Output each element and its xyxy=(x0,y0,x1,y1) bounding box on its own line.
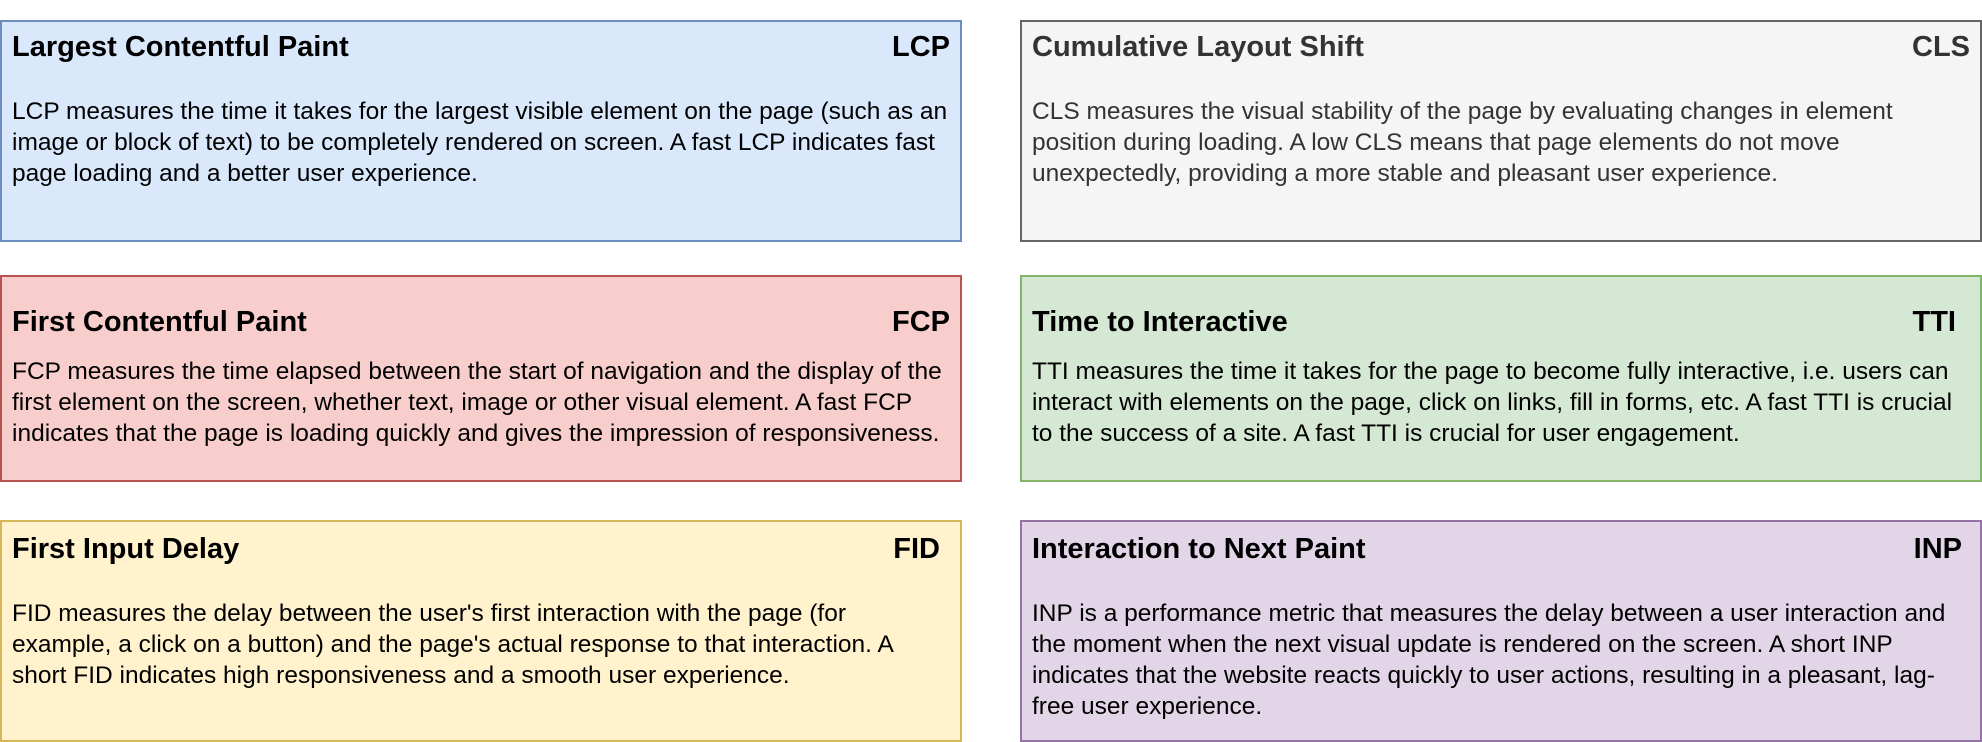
card-description: INP is a performance metric that measure… xyxy=(1032,600,1946,720)
card-description: LCP measures the time it takes for the l… xyxy=(12,98,948,187)
card-tti: Time to Interactive TTI TTI measures the… xyxy=(1020,275,1982,482)
card-abbreviation: FCP xyxy=(892,306,950,338)
card-description: CLS measures the visual stability of the… xyxy=(1032,98,1893,187)
card-lcp: Largest Contentful Paint LCP LCP measure… xyxy=(0,20,962,242)
card-abbreviation: TTI xyxy=(1912,306,1957,338)
card-description: TTI measures the time it takes for the p… xyxy=(1032,358,1953,447)
card-cls: Cumulative Layout Shift CLS CLS measures… xyxy=(1020,20,1982,242)
card-title: Interaction to Next Paint xyxy=(1032,533,1366,565)
card-abbreviation: INP xyxy=(1913,533,1962,565)
card-title: Largest Contentful Paint xyxy=(12,31,349,63)
card-title: First Input Delay xyxy=(12,533,240,565)
card-abbreviation: FID xyxy=(893,533,940,565)
card-title: Cumulative Layout Shift xyxy=(1032,31,1364,63)
card-abbreviation: LCP xyxy=(892,31,950,63)
card-fcp: First Contentful Paint FCP FCP measures … xyxy=(0,275,962,482)
card-description: FID measures the delay between the user'… xyxy=(12,600,893,689)
card-fid: First Input Delay FID FID measures the d… xyxy=(0,520,962,742)
card-abbreviation: CLS xyxy=(1912,31,1970,63)
card-title: First Contentful Paint xyxy=(12,306,307,338)
card-description: FCP measures the time elapsed between th… xyxy=(12,358,942,447)
card-title: Time to Interactive xyxy=(1032,306,1288,338)
card-inp: Interaction to Next Paint INP INP is a p… xyxy=(1020,520,1982,742)
